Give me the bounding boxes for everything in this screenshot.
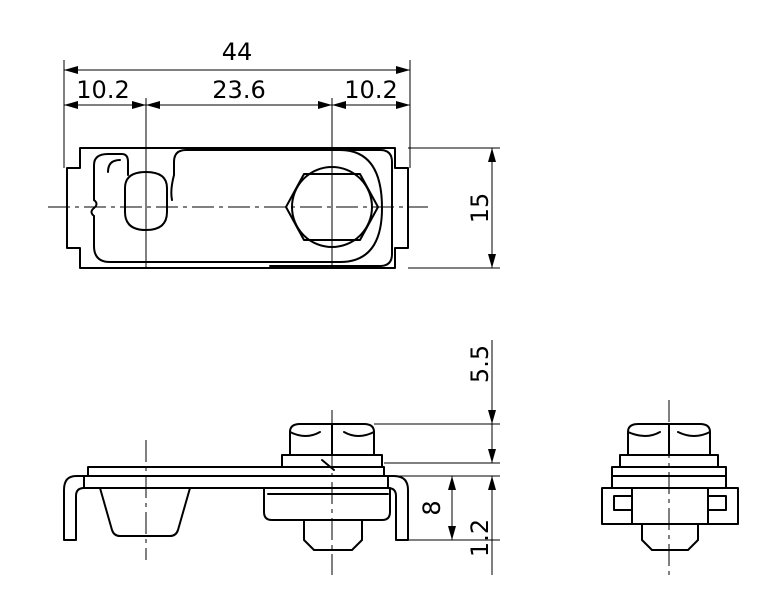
side-view-right-hook <box>707 487 739 525</box>
side-view-bolt-end <box>641 523 699 551</box>
front-view-bolt-shank <box>303 519 363 551</box>
front-view-left-hook <box>63 475 99 541</box>
front-view-channel <box>83 475 389 489</box>
front-view <box>63 410 409 575</box>
top-view <box>48 98 428 269</box>
front-view-right-hook <box>375 475 409 541</box>
dim-overall-height: 8 <box>418 500 446 515</box>
dim-width: 15 <box>466 193 494 224</box>
top-view-slotted-plate <box>93 149 383 263</box>
dim-center-distance: 23.6 <box>212 76 265 104</box>
dim-plate-thickness: 1.2 <box>466 519 494 557</box>
front-dimensions <box>374 340 500 575</box>
top-view-slot-edge <box>90 199 98 217</box>
side-view-hex-head <box>627 423 711 456</box>
top-dimensions <box>63 60 500 269</box>
dim-right-offset: 10.2 <box>344 76 397 104</box>
front-view-plate <box>87 466 385 477</box>
dim-overall-length: 44 <box>222 38 253 66</box>
dim-bolt-head-height: 5.5 <box>466 345 494 383</box>
top-view-slot <box>124 171 168 231</box>
front-view-boss <box>99 487 191 537</box>
top-view-outer-outline <box>66 147 409 269</box>
side-view-left-hook <box>601 487 633 525</box>
side-view <box>601 400 739 575</box>
dim-left-offset: 10.2 <box>76 76 129 104</box>
top-view-bracket-plate <box>269 149 393 267</box>
side-view-body <box>631 487 709 525</box>
top-view-slot-lip <box>107 159 175 201</box>
front-view-clamp-plate <box>263 487 391 521</box>
front-view-hex-head <box>289 423 375 456</box>
